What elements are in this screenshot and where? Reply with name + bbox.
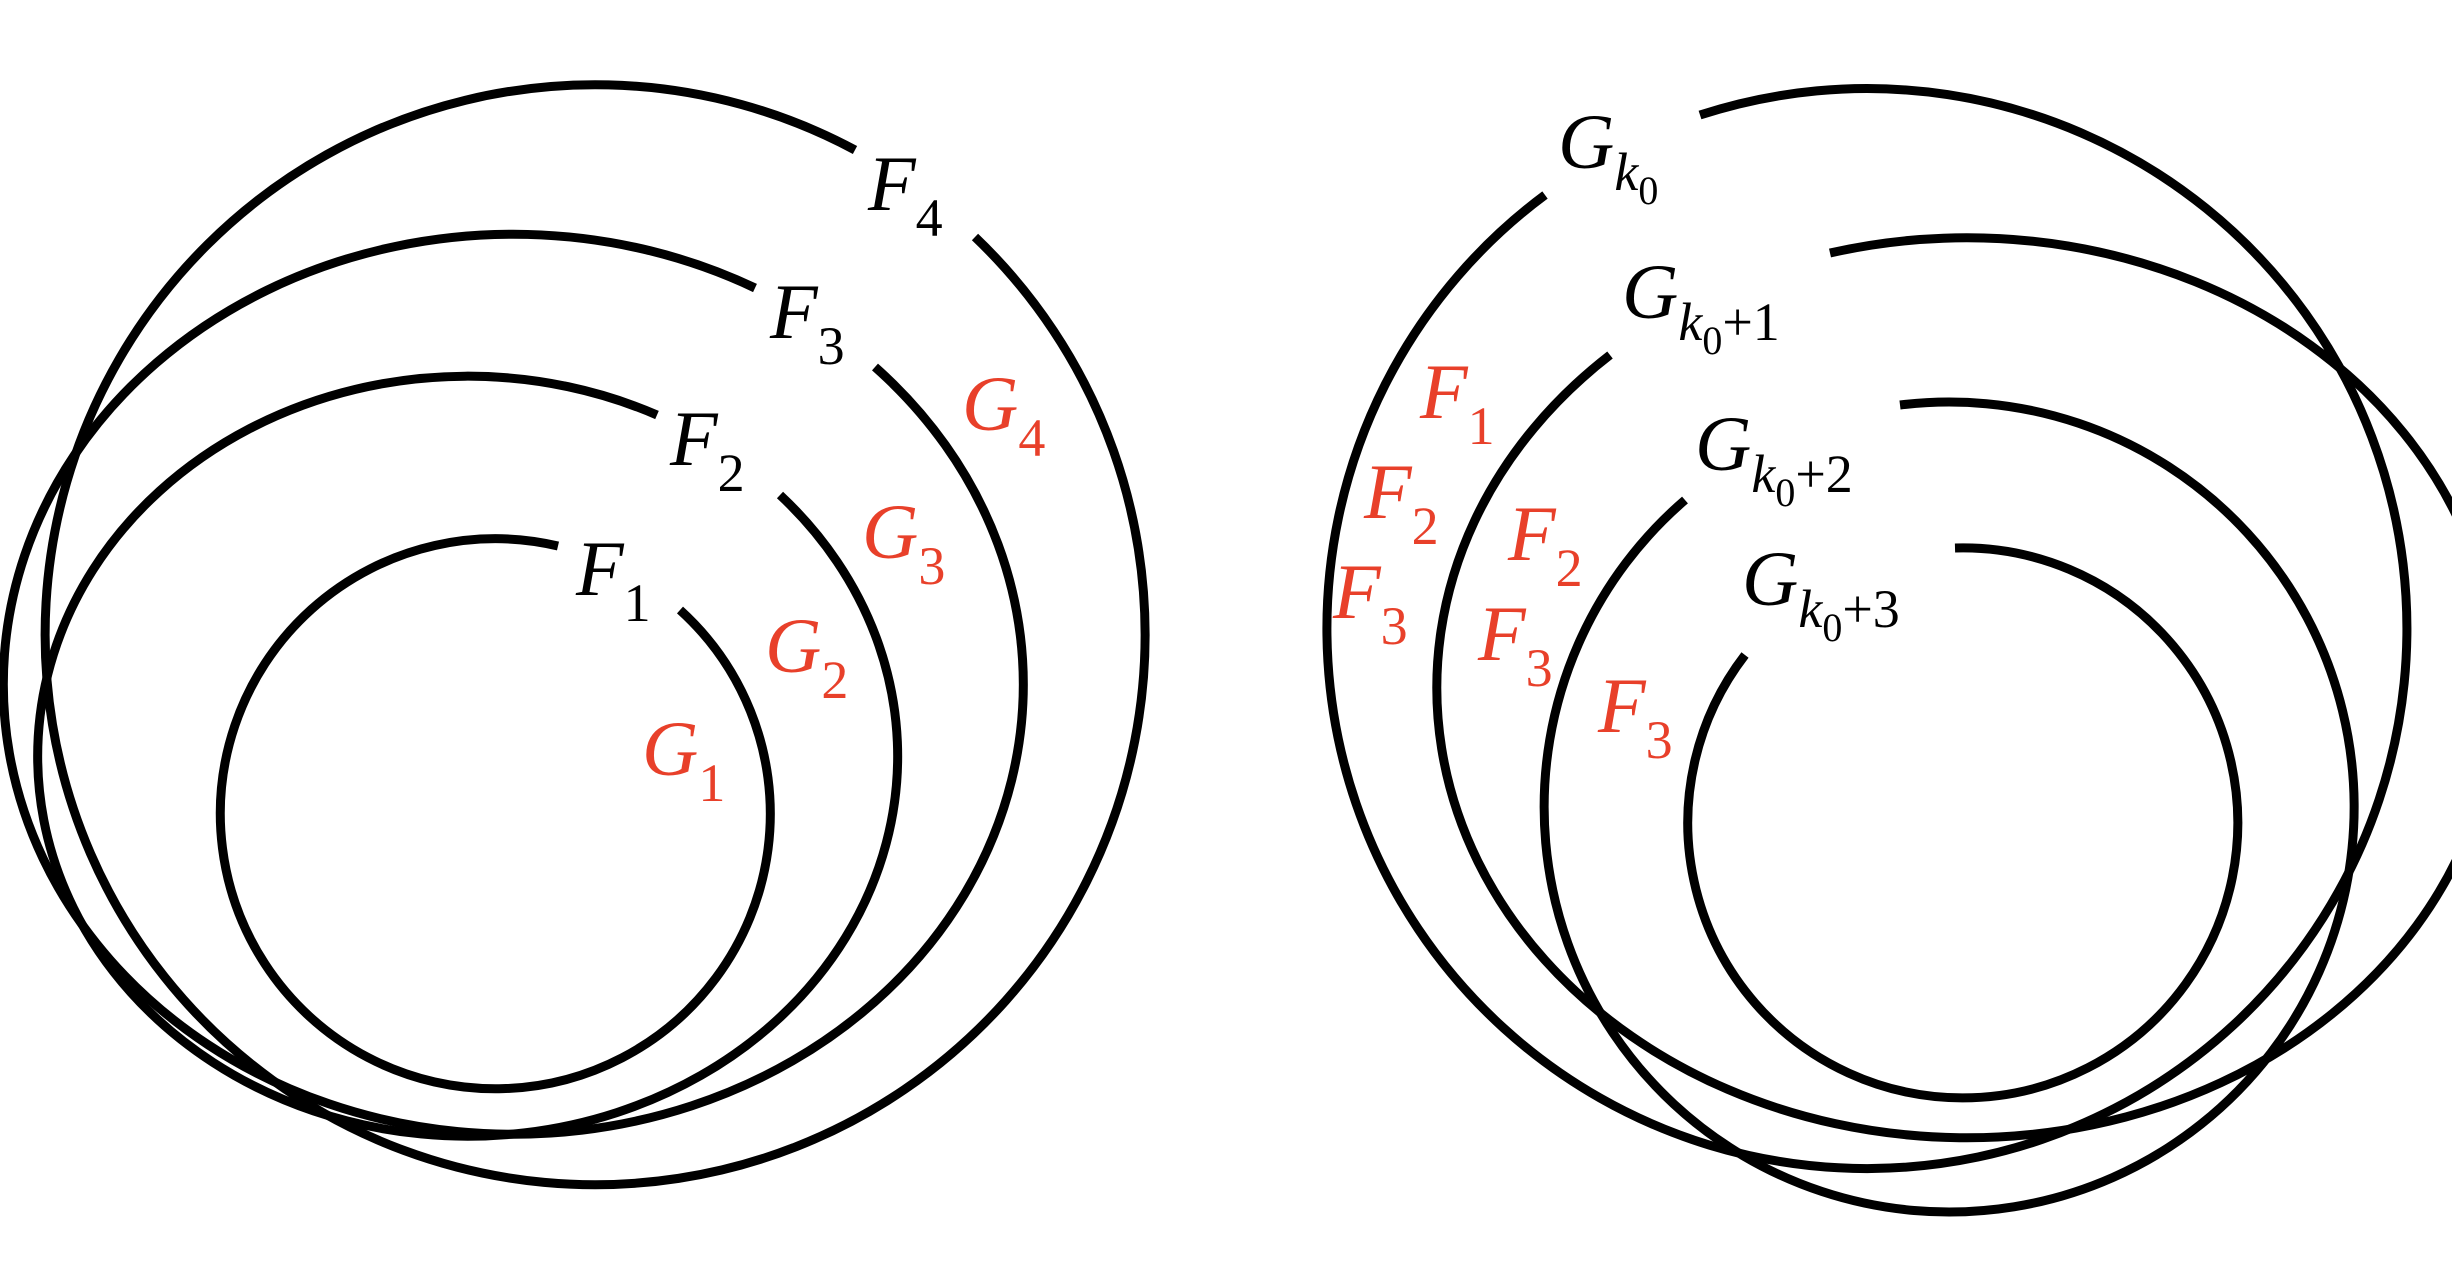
right-loop-label-2: Gk0+1 (1622, 248, 1780, 363)
loop-sub-k: k (1678, 292, 1703, 352)
right-inner-label-2-1: F2 (1507, 490, 1583, 598)
left-curve-4 (215, 534, 775, 1094)
inner-name: G (962, 360, 1018, 447)
svg-text:Gk0: Gk0 (1558, 98, 1658, 213)
svg-text:F2: F2 (1507, 490, 1583, 598)
loop-name: F (769, 268, 819, 355)
loop-index: 3 (818, 316, 845, 376)
right-inner-label-3-1: F3 (1597, 662, 1673, 770)
svg-text:Gk0+1: Gk0+1 (1622, 248, 1780, 363)
right-curve-3 (1539, 397, 2359, 1217)
loop-sub-k: k (1798, 579, 1823, 639)
svg-text:F3: F3 (769, 268, 845, 376)
left-loop-label-2: F2 (669, 395, 745, 503)
svg-text:Gk0+3: Gk0+3 (1742, 535, 1900, 650)
inner-index: 3 (918, 536, 945, 596)
left-panel: F4 F3 F2 F1 G4 G3 (0, 80, 1150, 1190)
left-inner-label-4: G4 (962, 360, 1045, 468)
loop-sub-rest: +2 (1795, 444, 1852, 504)
right-loop-label-1: Gk0 (1558, 98, 1658, 213)
svg-text:G3: G3 (862, 488, 945, 596)
loop-name: F (575, 525, 625, 612)
left-loop-label-1: F1 (575, 525, 651, 633)
left-inner-label-3: G3 (862, 488, 945, 596)
right-inner-label-1-3: F3 (1332, 548, 1408, 656)
right-panel: Gk0 Gk0+1 Gk0+2 Gk0+3 F1 F2 (1322, 84, 2452, 1217)
loop-sub-zero: 0 (1775, 470, 1795, 515)
loop-sub-zero: 0 (1638, 168, 1658, 213)
inner-name: G (642, 705, 698, 792)
svg-text:Gk0+2: Gk0+2 (1695, 400, 1853, 515)
right-inner-label-2-2: F3 (1477, 590, 1553, 698)
svg-text:F3: F3 (1477, 590, 1553, 698)
loop-sub-k: k (1614, 142, 1639, 202)
loop-index: 4 (916, 188, 943, 248)
inner-name: G (862, 488, 918, 575)
loop-sub-rest: +1 (1722, 292, 1779, 352)
svg-text:G4: G4 (962, 360, 1045, 468)
right-curve-2 (1432, 233, 2452, 1143)
loop-sub-rest: +3 (1842, 579, 1899, 639)
svg-text:G2: G2 (765, 602, 848, 710)
inner-name: F (1332, 548, 1382, 635)
inner-name: F (1507, 490, 1557, 577)
svg-text:F2: F2 (669, 395, 745, 503)
svg-text:F4: F4 (867, 140, 943, 248)
left-inner-label-1: G1 (642, 705, 725, 813)
loop-sub-zero: 0 (1702, 318, 1722, 363)
left-curve-1 (40, 80, 1150, 1190)
inner-index: 2 (1556, 538, 1583, 598)
inner-index: 4 (1018, 408, 1045, 468)
svg-text:F3: F3 (1332, 548, 1408, 656)
inner-name: F (1419, 348, 1469, 435)
loop-sub-k: k (1751, 444, 1776, 504)
right-loop-label-4: Gk0+3 (1742, 535, 1900, 650)
svg-text:G1: G1 (642, 705, 725, 813)
right-inner-label-1-1: F1 (1419, 348, 1495, 456)
svg-text:F2: F2 (1363, 448, 1439, 556)
inner-index: 3 (1646, 710, 1673, 770)
left-loop-label-4: F4 (867, 140, 943, 248)
svg-text:F1: F1 (1419, 348, 1495, 456)
left-curve-2 (0, 229, 1028, 1139)
loop-name: G (1742, 535, 1798, 622)
svg-text:F3: F3 (1597, 662, 1673, 770)
loop-name: F (867, 140, 917, 227)
loop-name: G (1695, 400, 1751, 487)
inner-index: 1 (1468, 396, 1495, 456)
inner-index: 1 (698, 753, 725, 813)
inner-name: F (1597, 662, 1647, 749)
loop-index: 1 (624, 573, 651, 633)
inner-index: 3 (1526, 638, 1553, 698)
loop-name: G (1622, 248, 1678, 335)
left-inner-label-2: G2 (765, 602, 848, 710)
svg-text:F1: F1 (575, 525, 651, 633)
right-curve-4 (1683, 543, 2243, 1103)
inner-index: 2 (821, 650, 848, 710)
loop-sub-zero: 0 (1822, 605, 1842, 650)
loop-name: F (669, 395, 719, 482)
loop-name: G (1558, 98, 1614, 185)
loop-index: 2 (718, 443, 745, 503)
inner-index: 2 (1412, 496, 1439, 556)
left-loop-label-3: F3 (769, 268, 845, 376)
inner-name: G (765, 602, 821, 689)
inner-name: F (1477, 590, 1527, 677)
right-curve-1 (1322, 84, 2412, 1174)
inner-index: 3 (1381, 596, 1408, 656)
right-loop-label-3: Gk0+2 (1695, 400, 1853, 515)
left-curve-3 (33, 371, 903, 1141)
right-inner-label-1-2: F2 (1363, 448, 1439, 556)
inner-name: F (1363, 448, 1413, 535)
